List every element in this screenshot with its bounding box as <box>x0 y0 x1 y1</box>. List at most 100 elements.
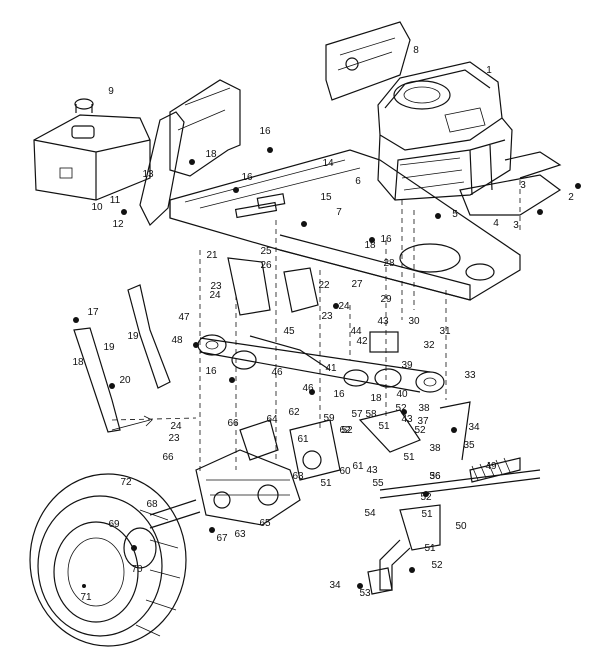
callout-7: 7 <box>336 207 342 218</box>
callout-36: 36 <box>429 471 441 482</box>
callout-66a: 66 <box>227 418 239 429</box>
callout-52c: 52 <box>414 425 426 436</box>
callout-12: 12 <box>112 219 124 230</box>
callout-21: 21 <box>206 250 218 261</box>
callout-3: 3 <box>520 180 526 191</box>
callout-19b: 19 <box>103 342 115 353</box>
direction-arrow <box>111 415 153 431</box>
callout-16c: 16 <box>380 234 392 245</box>
callout-37: 37 <box>417 416 429 427</box>
callout-33: 33 <box>464 370 476 381</box>
callout-54: 54 <box>364 508 376 519</box>
callout-23c: 23 <box>168 433 180 444</box>
chassis-frame <box>169 79 521 301</box>
callout-71: 71 <box>80 592 92 603</box>
callout-16d: 16 <box>205 366 217 377</box>
callout-23a: 23 <box>210 281 222 292</box>
callout-72: 72 <box>120 477 132 488</box>
alignment-lines <box>111 180 521 475</box>
callout-68: 68 <box>146 499 158 510</box>
bracket-22 <box>283 267 319 313</box>
callout-53: 53 <box>359 588 371 599</box>
tank-bracket <box>139 111 185 226</box>
callout-61b: 61 <box>352 461 364 472</box>
callout-61a: 61 <box>297 434 309 445</box>
callout-60: 60 <box>339 466 351 477</box>
callout-2: 2 <box>568 192 574 203</box>
callout-16e: 16 <box>333 389 345 400</box>
callout-52e: 52 <box>431 560 443 571</box>
callout-56: 56 <box>429 471 441 482</box>
callout-24a: 24 <box>209 290 221 301</box>
callout-15: 15 <box>320 192 332 203</box>
fuel-tank <box>33 98 151 201</box>
callout-34a: 34 <box>468 422 480 433</box>
engine-plate <box>459 174 562 216</box>
callout-45: 45 <box>283 326 295 337</box>
callout-51a: 51 <box>378 421 390 432</box>
callout-38b: 38 <box>429 443 441 454</box>
callout-47: 47 <box>178 312 190 323</box>
callout-24b: 24 <box>338 301 350 312</box>
callout-48: 48 <box>171 335 183 346</box>
callout-70: 70 <box>131 564 143 575</box>
callout-22: 22 <box>318 280 330 291</box>
callout-9: 9 <box>108 86 114 97</box>
callout-18b: 18 <box>72 357 84 368</box>
callout-44: 44 <box>350 326 362 337</box>
pedal-linkage <box>358 401 541 595</box>
callout-43c: 43 <box>366 465 378 476</box>
rear-wheel <box>29 473 187 647</box>
callout-62a: 62 <box>288 407 300 418</box>
callout-64: 64 <box>266 414 278 425</box>
callout-67: 67 <box>216 533 228 544</box>
callout-43a: 43 <box>377 316 389 327</box>
callout-46b: 46 <box>302 383 314 394</box>
callout-17: 17 <box>87 307 99 318</box>
callout-41: 41 <box>325 363 337 374</box>
callout-63b: 63 <box>234 529 246 540</box>
callout-11: 11 <box>109 195 121 206</box>
callout-31: 31 <box>439 326 451 337</box>
lift-lever <box>127 284 171 389</box>
callout-6: 6 <box>355 176 361 187</box>
callout-5: 5 <box>452 209 458 220</box>
idler-plate <box>289 419 341 481</box>
callout-49: 49 <box>485 461 497 472</box>
callout-3b: 3 <box>513 220 519 231</box>
callout-62b: 62 <box>339 425 351 436</box>
callout-38a: 38 <box>418 403 430 414</box>
callout-43b: 43 <box>401 414 413 425</box>
callout-50: 50 <box>455 521 467 532</box>
callout-4: 4 <box>493 218 499 229</box>
transaxle <box>149 419 301 529</box>
callout-10: 10 <box>91 202 103 213</box>
callout-23b: 23 <box>321 311 333 322</box>
callout-8: 8 <box>413 45 419 56</box>
callout-39: 39 <box>401 360 413 371</box>
callout-18a: 18 <box>205 149 217 160</box>
callout-69: 69 <box>108 519 120 530</box>
callout-18c: 18 <box>364 240 376 251</box>
belt-drive <box>197 331 445 393</box>
callout-20: 20 <box>119 375 131 386</box>
callout-24c: 24 <box>170 421 182 432</box>
engine <box>377 61 562 201</box>
muffler-guard <box>325 21 411 101</box>
callout-28: 28 <box>383 258 395 269</box>
callout-26: 26 <box>260 260 272 271</box>
callout-35: 35 <box>463 440 475 451</box>
callout-1: 1 <box>486 65 492 76</box>
lift-link <box>73 327 121 433</box>
callout-51b: 51 <box>403 452 415 463</box>
callout-51c: 51 <box>320 478 332 489</box>
callout-52a: 52 <box>395 403 407 414</box>
callout-29: 29 <box>380 294 392 305</box>
callout-25: 25 <box>260 246 272 257</box>
callout-66b: 66 <box>162 452 174 463</box>
callout-32: 32 <box>423 340 435 351</box>
callout-34b: 34 <box>329 580 341 591</box>
callout-16b: 16 <box>241 172 253 183</box>
